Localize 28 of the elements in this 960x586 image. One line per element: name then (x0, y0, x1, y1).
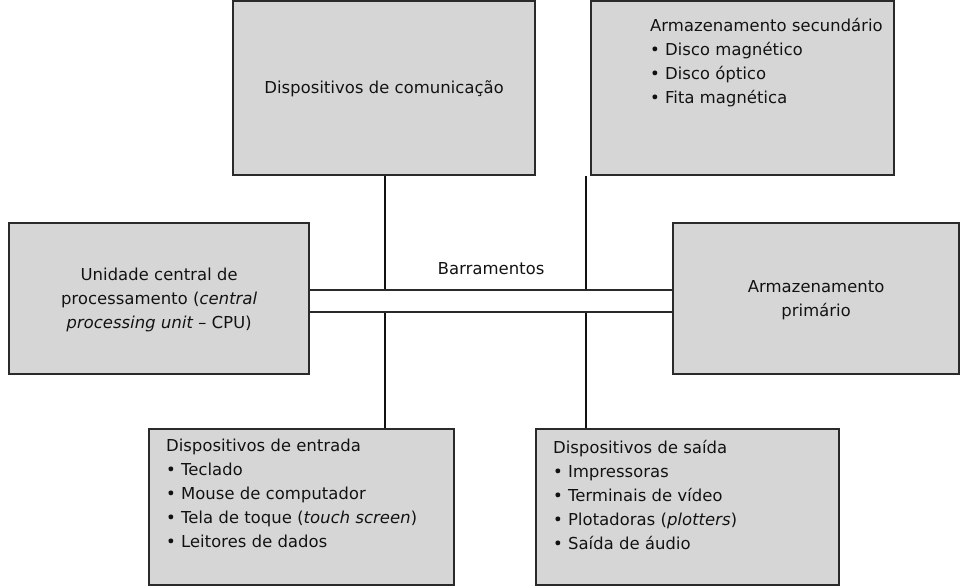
list-item: • Disco óptico (650, 63, 766, 85)
connector-line (585, 313, 587, 428)
box-title: Dispositivos de entrada (166, 435, 361, 457)
connector-line (585, 176, 587, 289)
bus-label: Barramentos (436, 258, 546, 280)
list-item: • Plotadoras (plotters) (553, 509, 737, 531)
list-item: • Impressoras (553, 461, 669, 483)
box-title: Armazenamento primário (746, 276, 886, 322)
component-box (535, 428, 840, 586)
component-box (590, 0, 895, 176)
connector-line (384, 176, 386, 289)
list-item: • Tela de toque (touch screen) (166, 507, 417, 529)
box-title: Unidade central de processamento (central processing unit – CPU) (60, 264, 258, 334)
connector-line (384, 313, 386, 428)
list-item: • Mouse de computador (166, 483, 366, 505)
box-title: Dispositivos de comunicação (264, 77, 504, 99)
box-title: Dispositivos de saída (553, 437, 728, 459)
component-box (8, 222, 310, 375)
list-item: • Disco magnético (650, 39, 803, 61)
list-item: • Fita magnética (650, 87, 788, 109)
list-item: • Terminais de vídeo (553, 485, 722, 507)
box-title: Armazenamento secundário (650, 15, 883, 37)
component-box (672, 222, 960, 375)
list-item: • Teclado (166, 459, 243, 481)
component-box (148, 428, 455, 586)
list-item: • Saída de áudio (553, 533, 691, 555)
list-item: • Leitores de dados (166, 531, 328, 553)
component-box (232, 0, 536, 176)
